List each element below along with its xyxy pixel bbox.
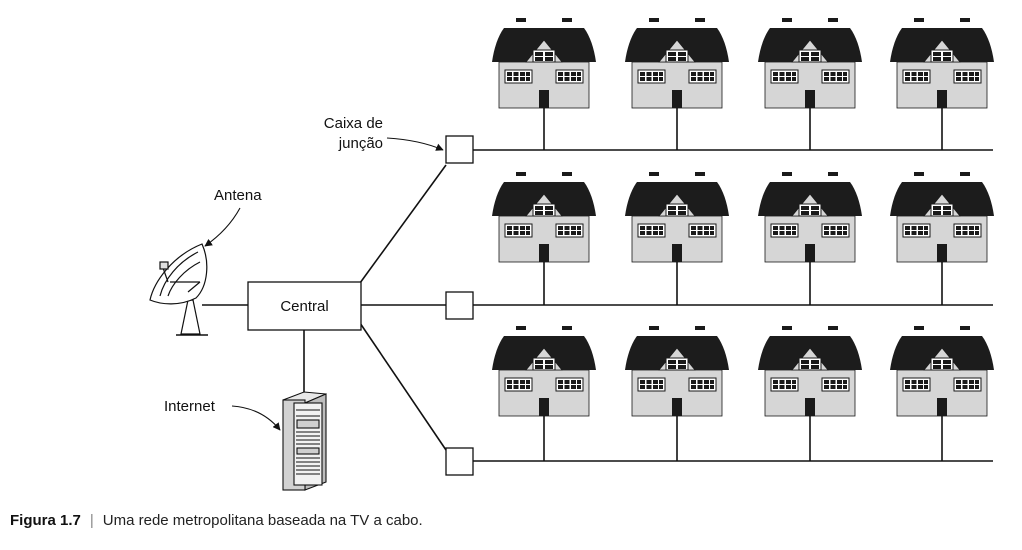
caption-separator: | <box>89 512 94 529</box>
server-icon <box>282 391 327 491</box>
cable-lines <box>473 149 993 462</box>
house-drop-lines <box>543 108 943 461</box>
caption-text: Uma rede metropolitana baseada na TV a c… <box>102 512 423 529</box>
antenna-pointer <box>204 207 241 247</box>
house-icon <box>491 325 597 417</box>
internet-pointer <box>231 405 281 431</box>
figure-caption: Figura 1.7 | Uma rede metropolitana basead… <box>10 512 423 529</box>
figure-number: Figura 1.7 <box>10 512 81 529</box>
junction-box-label-line2: junção <box>338 135 383 152</box>
house-icon <box>757 17 863 109</box>
junction-box-label-line1: Caixa de <box>324 115 383 132</box>
house-icon <box>491 171 597 263</box>
trunk-lines <box>202 164 447 451</box>
house-icon <box>624 17 730 109</box>
internet-label: Internet <box>164 398 216 415</box>
houses-group <box>491 17 995 417</box>
house-icon <box>889 17 995 109</box>
house-icon <box>624 171 730 263</box>
junction-box-2 <box>445 291 474 320</box>
antenna-label: Antena <box>214 187 262 204</box>
house-icon <box>757 171 863 263</box>
house-icon <box>757 325 863 417</box>
antenna-icon <box>149 243 208 336</box>
label-pointers <box>204 137 444 431</box>
central-label: Central <box>280 298 328 315</box>
junction-box-1 <box>445 135 474 164</box>
junction-box-pointer <box>386 137 444 151</box>
house-icon <box>889 325 995 417</box>
house-icon <box>889 171 995 263</box>
central-box <box>247 281 362 331</box>
house-icon <box>491 17 597 109</box>
junction-box-3 <box>445 447 474 476</box>
house-icon <box>624 325 730 417</box>
